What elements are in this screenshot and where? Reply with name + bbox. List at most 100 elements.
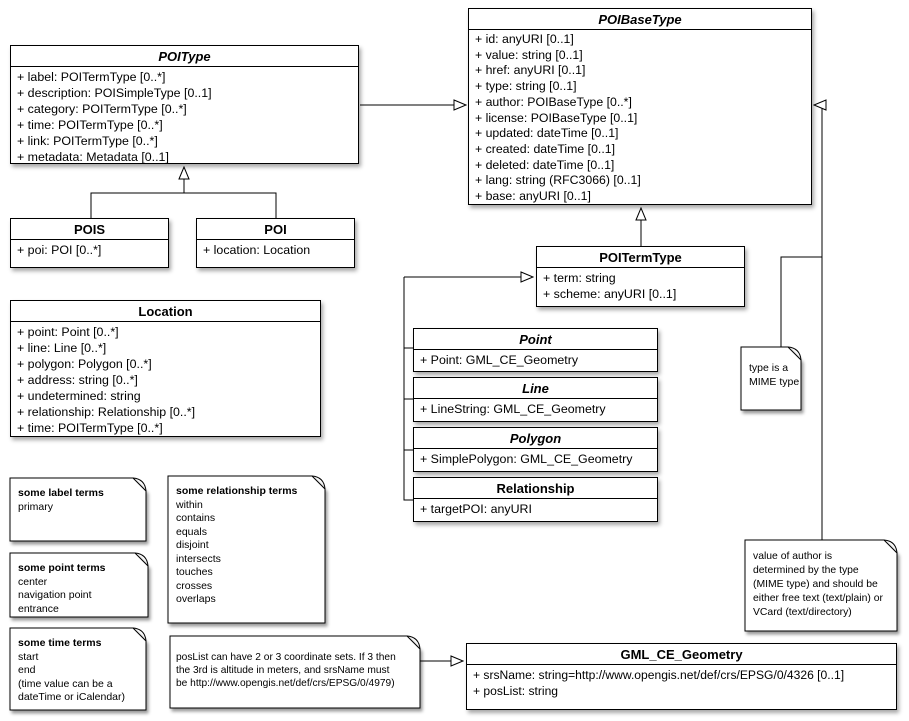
attributes-compartment: + term: string+ scheme: anyURI [0..1] bbox=[537, 268, 744, 302]
text-line: + updated: dateTime [0..1] bbox=[475, 126, 619, 141]
text-line: + undetermined: string bbox=[17, 389, 141, 403]
attributes-compartment: + srsName: string=http://www.opengis.net… bbox=[467, 665, 896, 699]
text-line: overlaps bbox=[176, 593, 216, 605]
class-poitype: POIType + label: POITermType [0..*] + des… bbox=[10, 45, 359, 164]
text-line: + category: POITermType [0..*] bbox=[17, 102, 187, 116]
attributes-compartment: + targetPOI: anyURI bbox=[414, 499, 657, 517]
attributes-compartment: + poi: POI [0..*] bbox=[11, 240, 168, 258]
generalization-right-poibasetype bbox=[814, 105, 822, 540]
class-title: Relationship bbox=[414, 478, 657, 499]
text-line: + license: POIBaseType [0..1] bbox=[475, 110, 638, 125]
class-title: Line bbox=[414, 378, 657, 399]
attributes-compartment: + Point: GML_CE_Geometry bbox=[414, 350, 657, 368]
class-line: Line + LineString: GML_CE_Geometry bbox=[413, 377, 658, 422]
text-line: MIME type bbox=[749, 375, 800, 388]
text-line: + label: POITermType [0..*] bbox=[17, 70, 166, 84]
generalization-trunk-geometries bbox=[403, 277, 413, 501]
class-title: GML_CE_Geometry bbox=[467, 644, 896, 665]
note-title: some time terms bbox=[18, 637, 102, 649]
class-location: Location + point: Point [0..*]+ line: Li… bbox=[10, 300, 321, 437]
text-line: + type: string [0..1] bbox=[475, 79, 577, 94]
text-line: + link: POITermType [0..*] bbox=[17, 134, 158, 148]
text-line: + id: anyURI [0..1] bbox=[475, 32, 574, 46]
text-line: navigation point bbox=[18, 589, 92, 601]
text-line: equals bbox=[176, 525, 207, 538]
text-line: + address: string [0..*] bbox=[17, 373, 138, 387]
text-line: the 3rd is altitude in meters, and srsNa… bbox=[176, 665, 390, 676]
class-pois: POIS + poi: POI [0..*] bbox=[10, 218, 169, 268]
text-line: + LineString: GML_CE_Geometry bbox=[420, 402, 606, 416]
text-line: + description: POISimpleType [0..1] bbox=[17, 86, 212, 100]
text-line: + poi: POI [0..*] bbox=[17, 243, 102, 257]
text-line: primary bbox=[18, 500, 54, 513]
text-line: start bbox=[18, 650, 39, 663]
class-poibasetype: POIBaseType + id: anyURI [0..1]+ value: … bbox=[468, 8, 812, 205]
attributes-compartment: + location: Location bbox=[197, 240, 354, 258]
text-line: + deleted: dateTime [0..1] bbox=[475, 157, 615, 172]
class-title: Polygon bbox=[414, 428, 657, 449]
text-line: + SimplePolygon: GML_CE_Geometry bbox=[420, 452, 633, 466]
note-label-terms: some label terms primary bbox=[10, 478, 146, 541]
attributes-compartment: + label: POITermType [0..*] + description… bbox=[11, 67, 358, 165]
text-line: (time value can be a bbox=[18, 677, 113, 690]
text-line: + posList: string bbox=[473, 684, 559, 698]
class-poi: POI + location: Location bbox=[196, 218, 355, 268]
class-title: Point bbox=[414, 329, 657, 350]
text-line: + point: Point [0..*] bbox=[17, 325, 119, 339]
text-line: + created: dateTime [0..1] bbox=[475, 141, 616, 156]
text-line: + term: string bbox=[543, 271, 616, 285]
note-title: some point terms bbox=[18, 562, 106, 574]
text-line: + href: anyURI [0..1] bbox=[475, 63, 586, 78]
text-line: intersects bbox=[176, 552, 221, 565]
text-line: + lang: string (RFC3066) [0..1] bbox=[475, 173, 641, 188]
attributes-compartment: + SimplePolygon: GML_CE_Geometry bbox=[414, 449, 657, 467]
class-title: POI bbox=[197, 219, 354, 240]
text-line: touches bbox=[176, 566, 213, 578]
text-line: be http://www.opengis.net/def/crs/EPSG/0… bbox=[176, 678, 395, 689]
note-poslist: posList can have 2 or 3 coordinate sets.… bbox=[170, 636, 420, 708]
text-line: + metadata: Metadata [0..1] bbox=[17, 150, 169, 164]
text-line: + targetPOI: anyURI bbox=[420, 502, 532, 516]
text-line: + relationship: Relationship [0..*] bbox=[17, 405, 196, 419]
text-line: + author: POIBaseType [0..*] bbox=[475, 94, 632, 109]
text-line: crosses bbox=[176, 579, 213, 592]
text-line: + value: string [0..1] bbox=[475, 47, 583, 62]
attributes-compartment: + point: Point [0..*]+ line: Line [0..*]… bbox=[11, 322, 320, 436]
class-title: POITermType bbox=[537, 247, 744, 268]
text-line: + polygon: Polygon [0..*] bbox=[17, 357, 152, 371]
class-point: Point + Point: GML_CE_Geometry bbox=[413, 328, 658, 372]
text-line: contains bbox=[176, 512, 216, 524]
text-line: + time: POITermType [0..*] bbox=[17, 118, 163, 132]
text-line: + location: Location bbox=[203, 243, 311, 257]
text-line: dateTime or iCalendar) bbox=[18, 691, 125, 703]
text-line: VCard (text/directory) bbox=[753, 607, 852, 618]
text-line: center bbox=[18, 575, 48, 588]
text-line: disjoint bbox=[176, 539, 209, 551]
generalization-trunk-pois-poi bbox=[90, 192, 277, 218]
text-line: + base: anyURI [0..1] bbox=[475, 189, 591, 204]
note-connector-mime bbox=[780, 256, 822, 347]
class-gml-ce-geometry: GML_CE_Geometry + srsName: string=http:/… bbox=[466, 643, 897, 710]
text-line: posList can have 2 or 3 coordinate sets.… bbox=[176, 652, 396, 663]
attributes-compartment: + id: anyURI [0..1]+ value: string [0..1… bbox=[469, 30, 811, 205]
text-line: + Point: GML_CE_Geometry bbox=[420, 353, 579, 367]
text-line: entrance bbox=[18, 602, 59, 615]
class-title: POIBaseType bbox=[469, 9, 811, 30]
text-line: type is a bbox=[749, 362, 789, 374]
text-line: determined by the type bbox=[753, 565, 859, 576]
attributes-compartment: + LineString: GML_CE_Geometry bbox=[414, 399, 657, 417]
class-title: POIType bbox=[11, 46, 358, 67]
text-line: end bbox=[18, 664, 36, 676]
text-line: (MIME type) and should be bbox=[753, 579, 878, 590]
note-title: some label terms bbox=[18, 487, 104, 499]
text-line: + time: POITermType [0..*] bbox=[17, 421, 163, 435]
text-line: either free text (text/plain) or bbox=[753, 593, 883, 604]
class-polygon: Polygon + SimplePolygon: GML_CE_Geometry bbox=[413, 427, 658, 472]
class-title: POIS bbox=[11, 219, 168, 240]
class-title: Location bbox=[11, 301, 320, 322]
